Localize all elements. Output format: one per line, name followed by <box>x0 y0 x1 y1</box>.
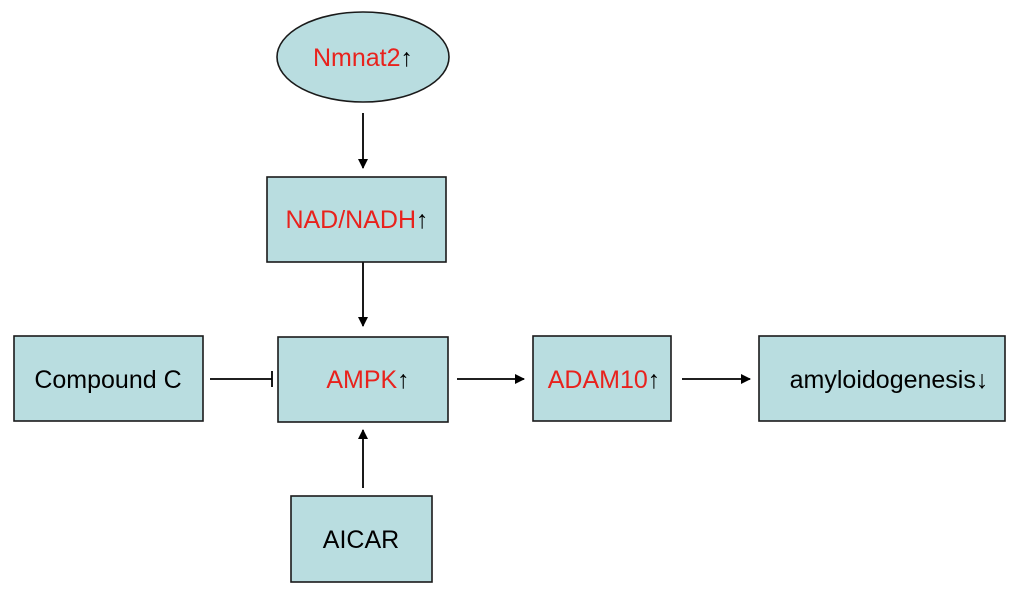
node-ampk-label: AMPK↑ <box>326 366 409 394</box>
node-nad-nadh-shape <box>266 176 447 263</box>
node-aicar: AICAR <box>290 495 433 583</box>
node-adam10-label: ADAM10↑ <box>548 366 661 394</box>
node-ampk-shape <box>277 336 449 423</box>
node-nad-nadh: NAD/NADH↑ <box>266 176 447 263</box>
node-nmnat2-label: Nmnat2↑ <box>313 44 413 72</box>
node-amyloidogenesis: amyloidogenesis↓ <box>758 335 1006 422</box>
down-arrow-icon: ↓ <box>976 366 989 394</box>
node-ampk: AMPK↑ <box>277 336 449 423</box>
node-aicar-label: AICAR <box>323 526 399 554</box>
node-nmnat2: Nmnat2↑ <box>276 11 450 103</box>
node-nad-nadh-label: NAD/NADH↑ <box>285 206 428 234</box>
up-arrow-icon: ↑ <box>397 366 410 394</box>
node-nmnat2-shape <box>276 11 450 103</box>
node-compound-c: Compound C <box>13 335 204 422</box>
up-arrow-icon: ↑ <box>648 366 661 394</box>
up-arrow-icon: ↑ <box>401 44 414 72</box>
edge-compound-c-inhibits-ampk <box>210 371 273 387</box>
node-amyloidogenesis-shape <box>758 335 1006 422</box>
node-adam10: ADAM10↑ <box>532 335 672 422</box>
node-compound-c-label: Compound C <box>34 366 181 394</box>
node-adam10-shape <box>532 335 672 422</box>
node-amyloidogenesis-label: amyloidogenesis↓ <box>790 366 989 394</box>
node-aicar-shape <box>290 495 433 583</box>
node-compound-c-shape <box>13 335 204 422</box>
up-arrow-icon: ↑ <box>416 206 429 234</box>
